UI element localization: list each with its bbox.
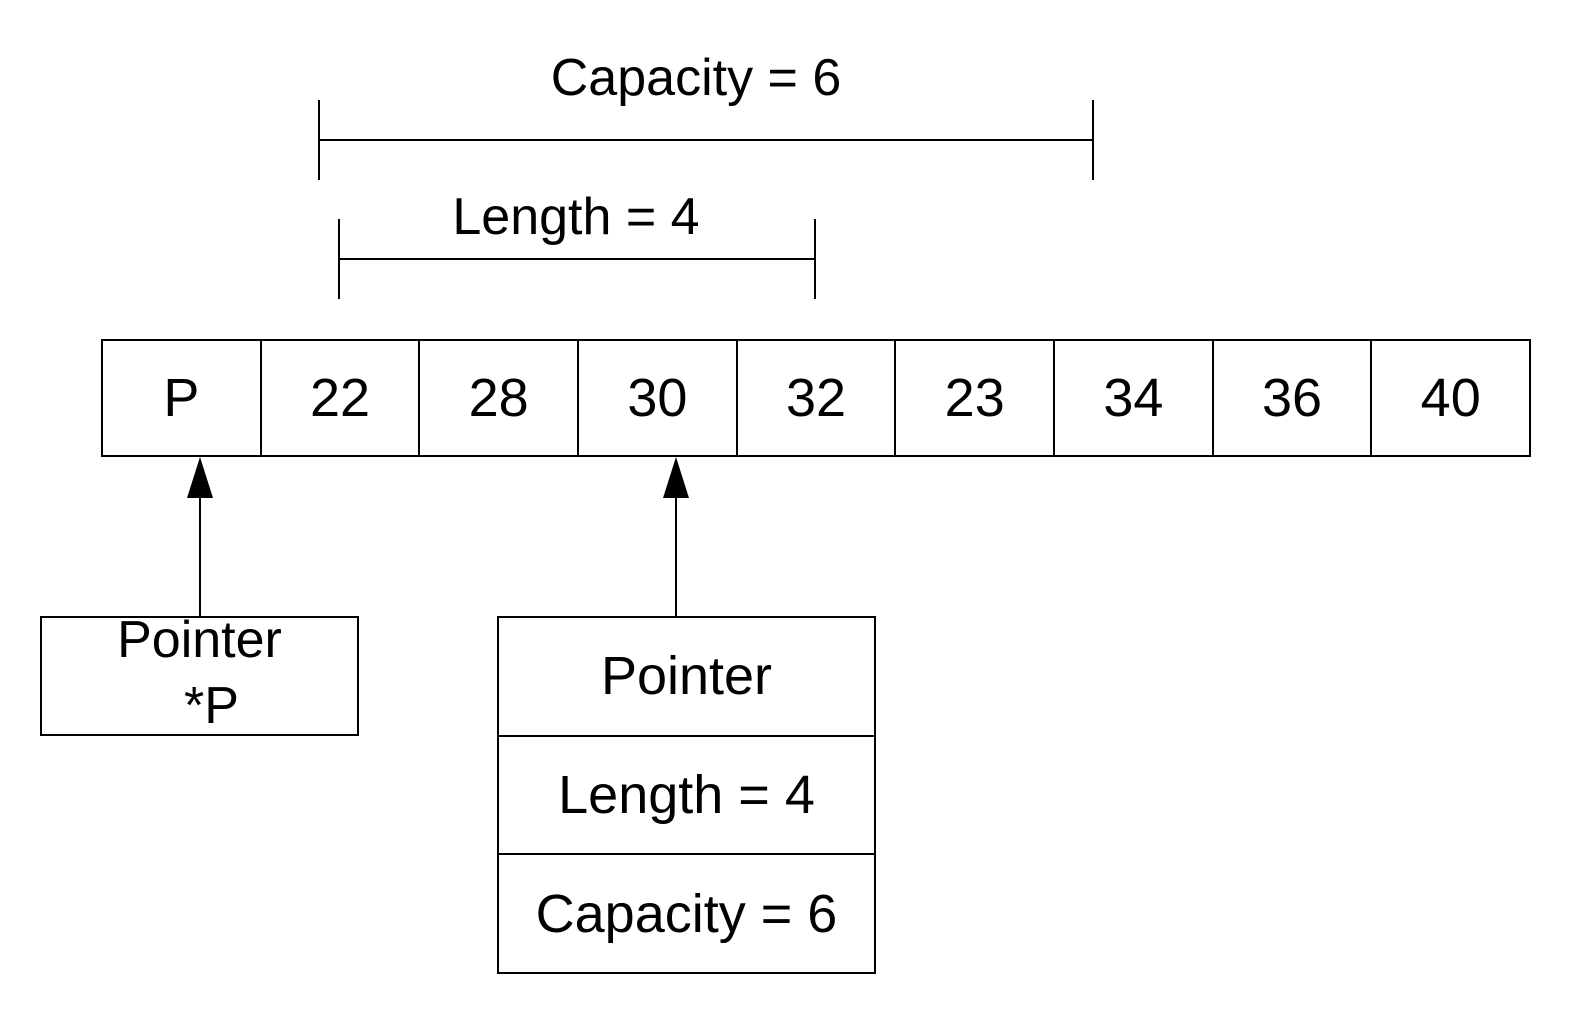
array-cell: 40 bbox=[1420, 368, 1481, 428]
array-cell: 34 bbox=[1055, 341, 1214, 455]
capacity-label: Capacity = 6 bbox=[550, 49, 842, 107]
length-bracket bbox=[338, 219, 816, 299]
pointer-box: Pointer *P bbox=[40, 611, 359, 736]
slice-pointer-arrow bbox=[663, 457, 689, 616]
length-label: Length = 4 bbox=[452, 188, 700, 246]
array-cell: 30 bbox=[579, 341, 738, 455]
slice-header: Pointer Length = 4 Capacity = 6 bbox=[497, 616, 876, 974]
pointer-box-value: *P bbox=[184, 677, 239, 735]
capacity-bracket bbox=[318, 100, 1094, 180]
array-cell: P bbox=[103, 341, 262, 455]
array-cell: 36 bbox=[1214, 341, 1373, 455]
array-cell: 32 bbox=[738, 341, 897, 455]
underlying-array: P 22 28 30 32 23 34 36 40 bbox=[101, 339, 1531, 457]
pointer-arrow bbox=[187, 457, 213, 616]
slice-header-capacity: Capacity = 6 bbox=[535, 883, 838, 944]
array-cell: 22 bbox=[262, 341, 421, 455]
slice-header-length: Length = 4 bbox=[499, 737, 874, 856]
array-cell: 28 bbox=[420, 341, 580, 455]
slice-header-pointer: Pointer bbox=[499, 618, 874, 737]
array-cell: 23 bbox=[896, 341, 1056, 455]
pointer-box-title: Pointer bbox=[117, 611, 282, 669]
